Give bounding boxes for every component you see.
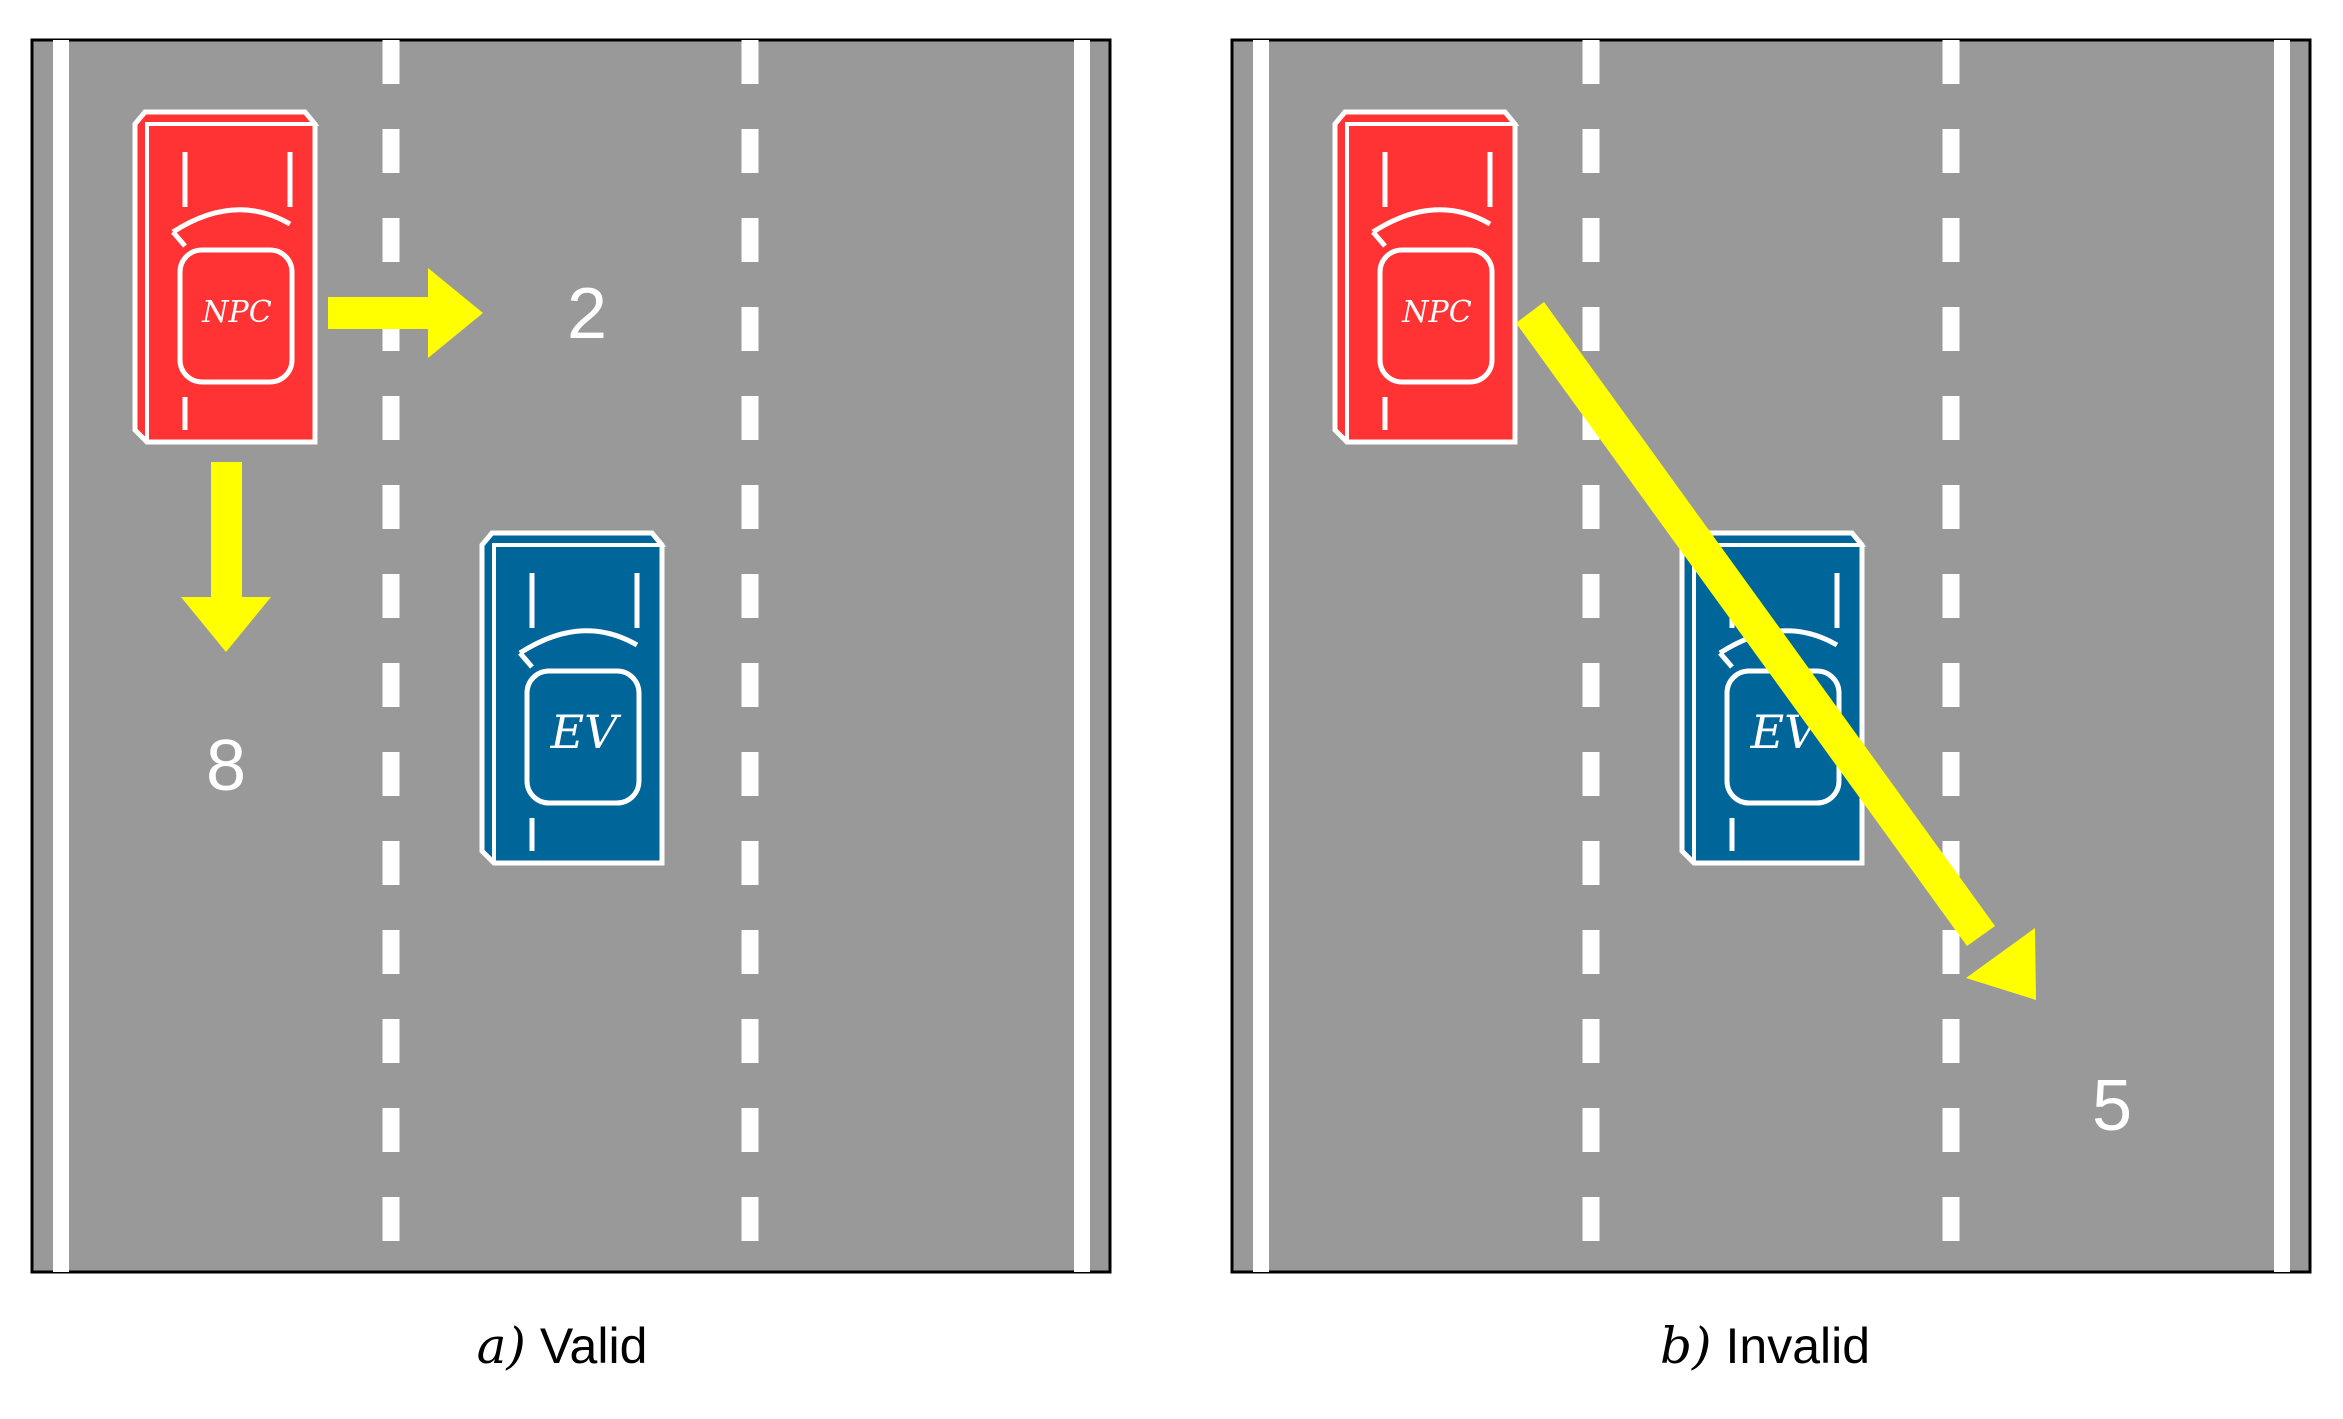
panel-a: NPC EV 2 8 a)Valid [30, 38, 1112, 1375]
caption-a-paren: ) [505, 1317, 526, 1375]
arrow-diagonal-b-head [1966, 928, 2036, 1000]
ev-car-b: EV [1679, 530, 1867, 866]
caption-b-letter: b [1660, 1317, 1692, 1375]
npc-car-b: NPC [1332, 109, 1520, 445]
move-label-5: 5 [2092, 1066, 2132, 1146]
arrow-down-a [181, 462, 271, 652]
move-label-8: 8 [206, 726, 246, 806]
npc-car-a: NPC [132, 109, 320, 445]
npc-label-b: NPC [1401, 295, 1471, 330]
ev-car-a: EV [479, 530, 667, 866]
road-edge-right-b [2274, 40, 2290, 1272]
caption-a: a)Valid [477, 1317, 648, 1375]
caption-b-text: Invalid [1726, 1318, 1871, 1374]
npc-label-a: NPC [201, 295, 271, 330]
ev-label-a: EV [550, 705, 623, 759]
arrow-diagonal-b-shaft [1516, 302, 1995, 946]
road-edge-right-a [1074, 40, 1090, 1272]
caption-a-letter: a [477, 1317, 507, 1375]
caption-a-text: Valid [540, 1318, 647, 1374]
move-label-2: 2 [567, 274, 607, 354]
caption-b: b)Invalid [1660, 1317, 1870, 1375]
road-edge-left-a [53, 40, 69, 1272]
panel-b: NPC EV 5 b)Invalid [1230, 38, 2312, 1375]
caption-b-paren: ) [1691, 1317, 1712, 1375]
arrow-right-a [328, 268, 483, 358]
road-edge-left-b [1253, 40, 1269, 1272]
